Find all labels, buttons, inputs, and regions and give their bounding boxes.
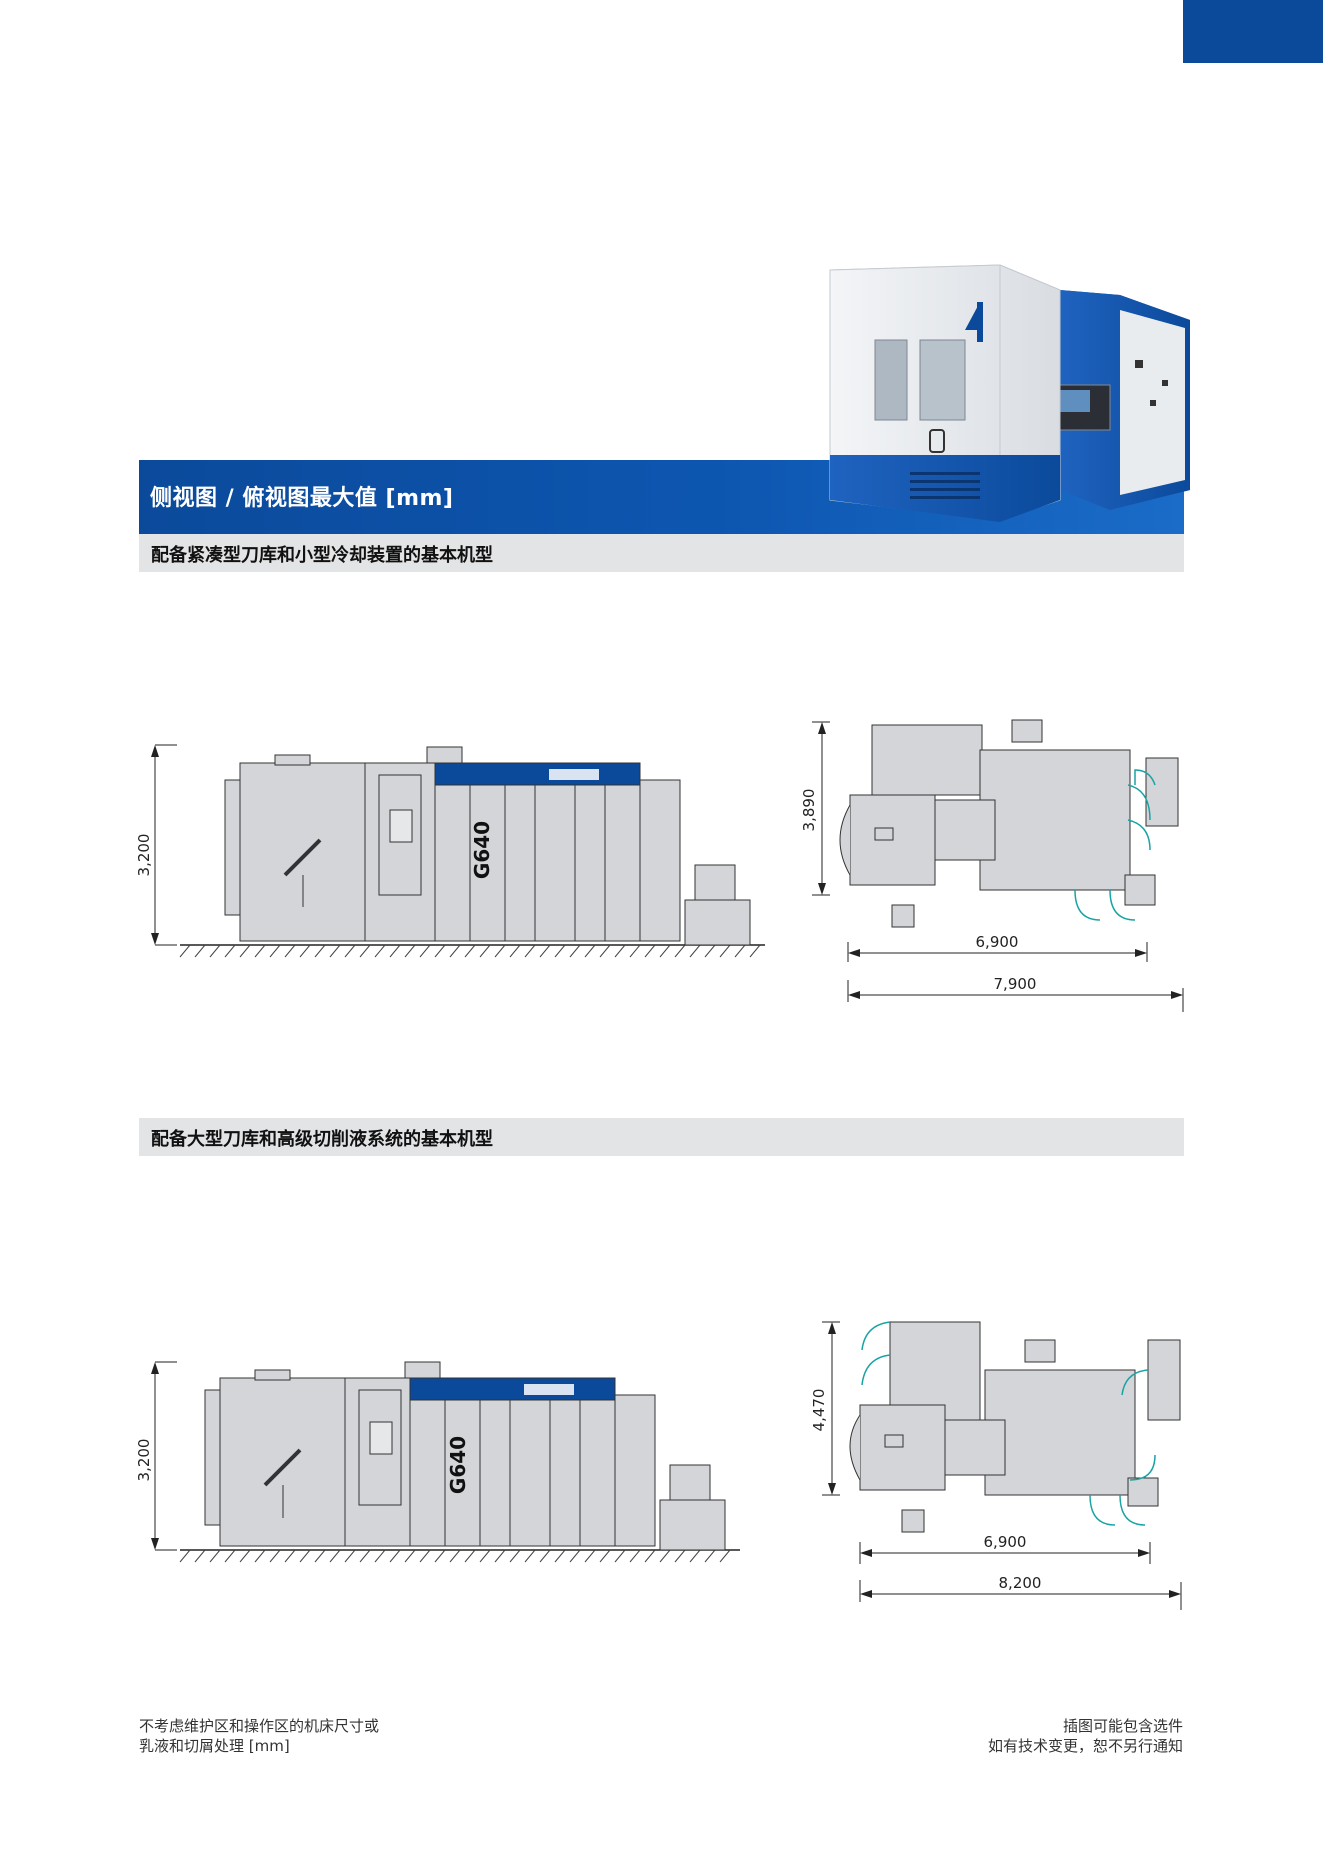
depth-dimension-label: 4,470 — [810, 1389, 828, 1432]
width-dimension-label-2: 7,900 — [994, 975, 1037, 993]
footnote-left-line-2: 乳液和切屑处理 [mm] — [139, 1737, 290, 1755]
width-dimension-label-1: 6,900 — [976, 933, 1019, 951]
height-dimension-label: 3,200 — [135, 834, 153, 877]
subsection-title-1: 配备紧凑型刀库和小型冷却装置的基本机型 — [151, 545, 493, 566]
subsection-bar-1 — [139, 534, 1184, 572]
top-view-drawing-2: 4,470 6,900 8,200 — [810, 1321, 1182, 1610]
photo-badge: axis — [969, 342, 992, 353]
side-view-model-label: G640 — [446, 1436, 470, 1494]
subsection-bar-2 — [139, 1118, 1184, 1156]
corner-tab — [1183, 0, 1323, 63]
footnote-right-line-2: 如有技术变更，恕不另行通知 — [987, 1737, 1183, 1755]
depth-dimension-label: 3,890 — [800, 789, 818, 832]
footnote-right: 插图可能包含选件 如有技术变更，恕不另行通知 — [988, 1716, 1183, 1756]
top-view-drawing-1: 3,890 6,900 7,900 — [800, 719, 1184, 1012]
side-view-model-label: G640 — [470, 821, 494, 879]
subsection-title-2: 配备大型刀库和高级切削液系统的基本机型 — [151, 1129, 493, 1150]
side-view-drawing-1: 3,200 G640 — [135, 744, 765, 958]
width-dimension-label-2: 8,200 — [999, 1574, 1042, 1592]
footnote-right-line-1: 插图可能包含选件 — [1062, 1717, 1183, 1735]
side-view-drawing-2: 3,200 G640 — [135, 1361, 740, 1563]
width-dimension-label-1: 6,900 — [984, 1533, 1027, 1551]
footnote-left: 不考虑维护区和操作区的机床尺寸或 乳液和切屑处理 [mm] — [139, 1716, 379, 1756]
photo-model-label: G640 — [844, 367, 868, 425]
footnote-left-line-1: 不考虑维护区和操作区的机床尺寸或 — [139, 1717, 380, 1735]
section-title: 侧视图 / 俯视图最大值 [mm] — [150, 486, 454, 511]
height-dimension-label: 3,200 — [135, 1439, 153, 1482]
